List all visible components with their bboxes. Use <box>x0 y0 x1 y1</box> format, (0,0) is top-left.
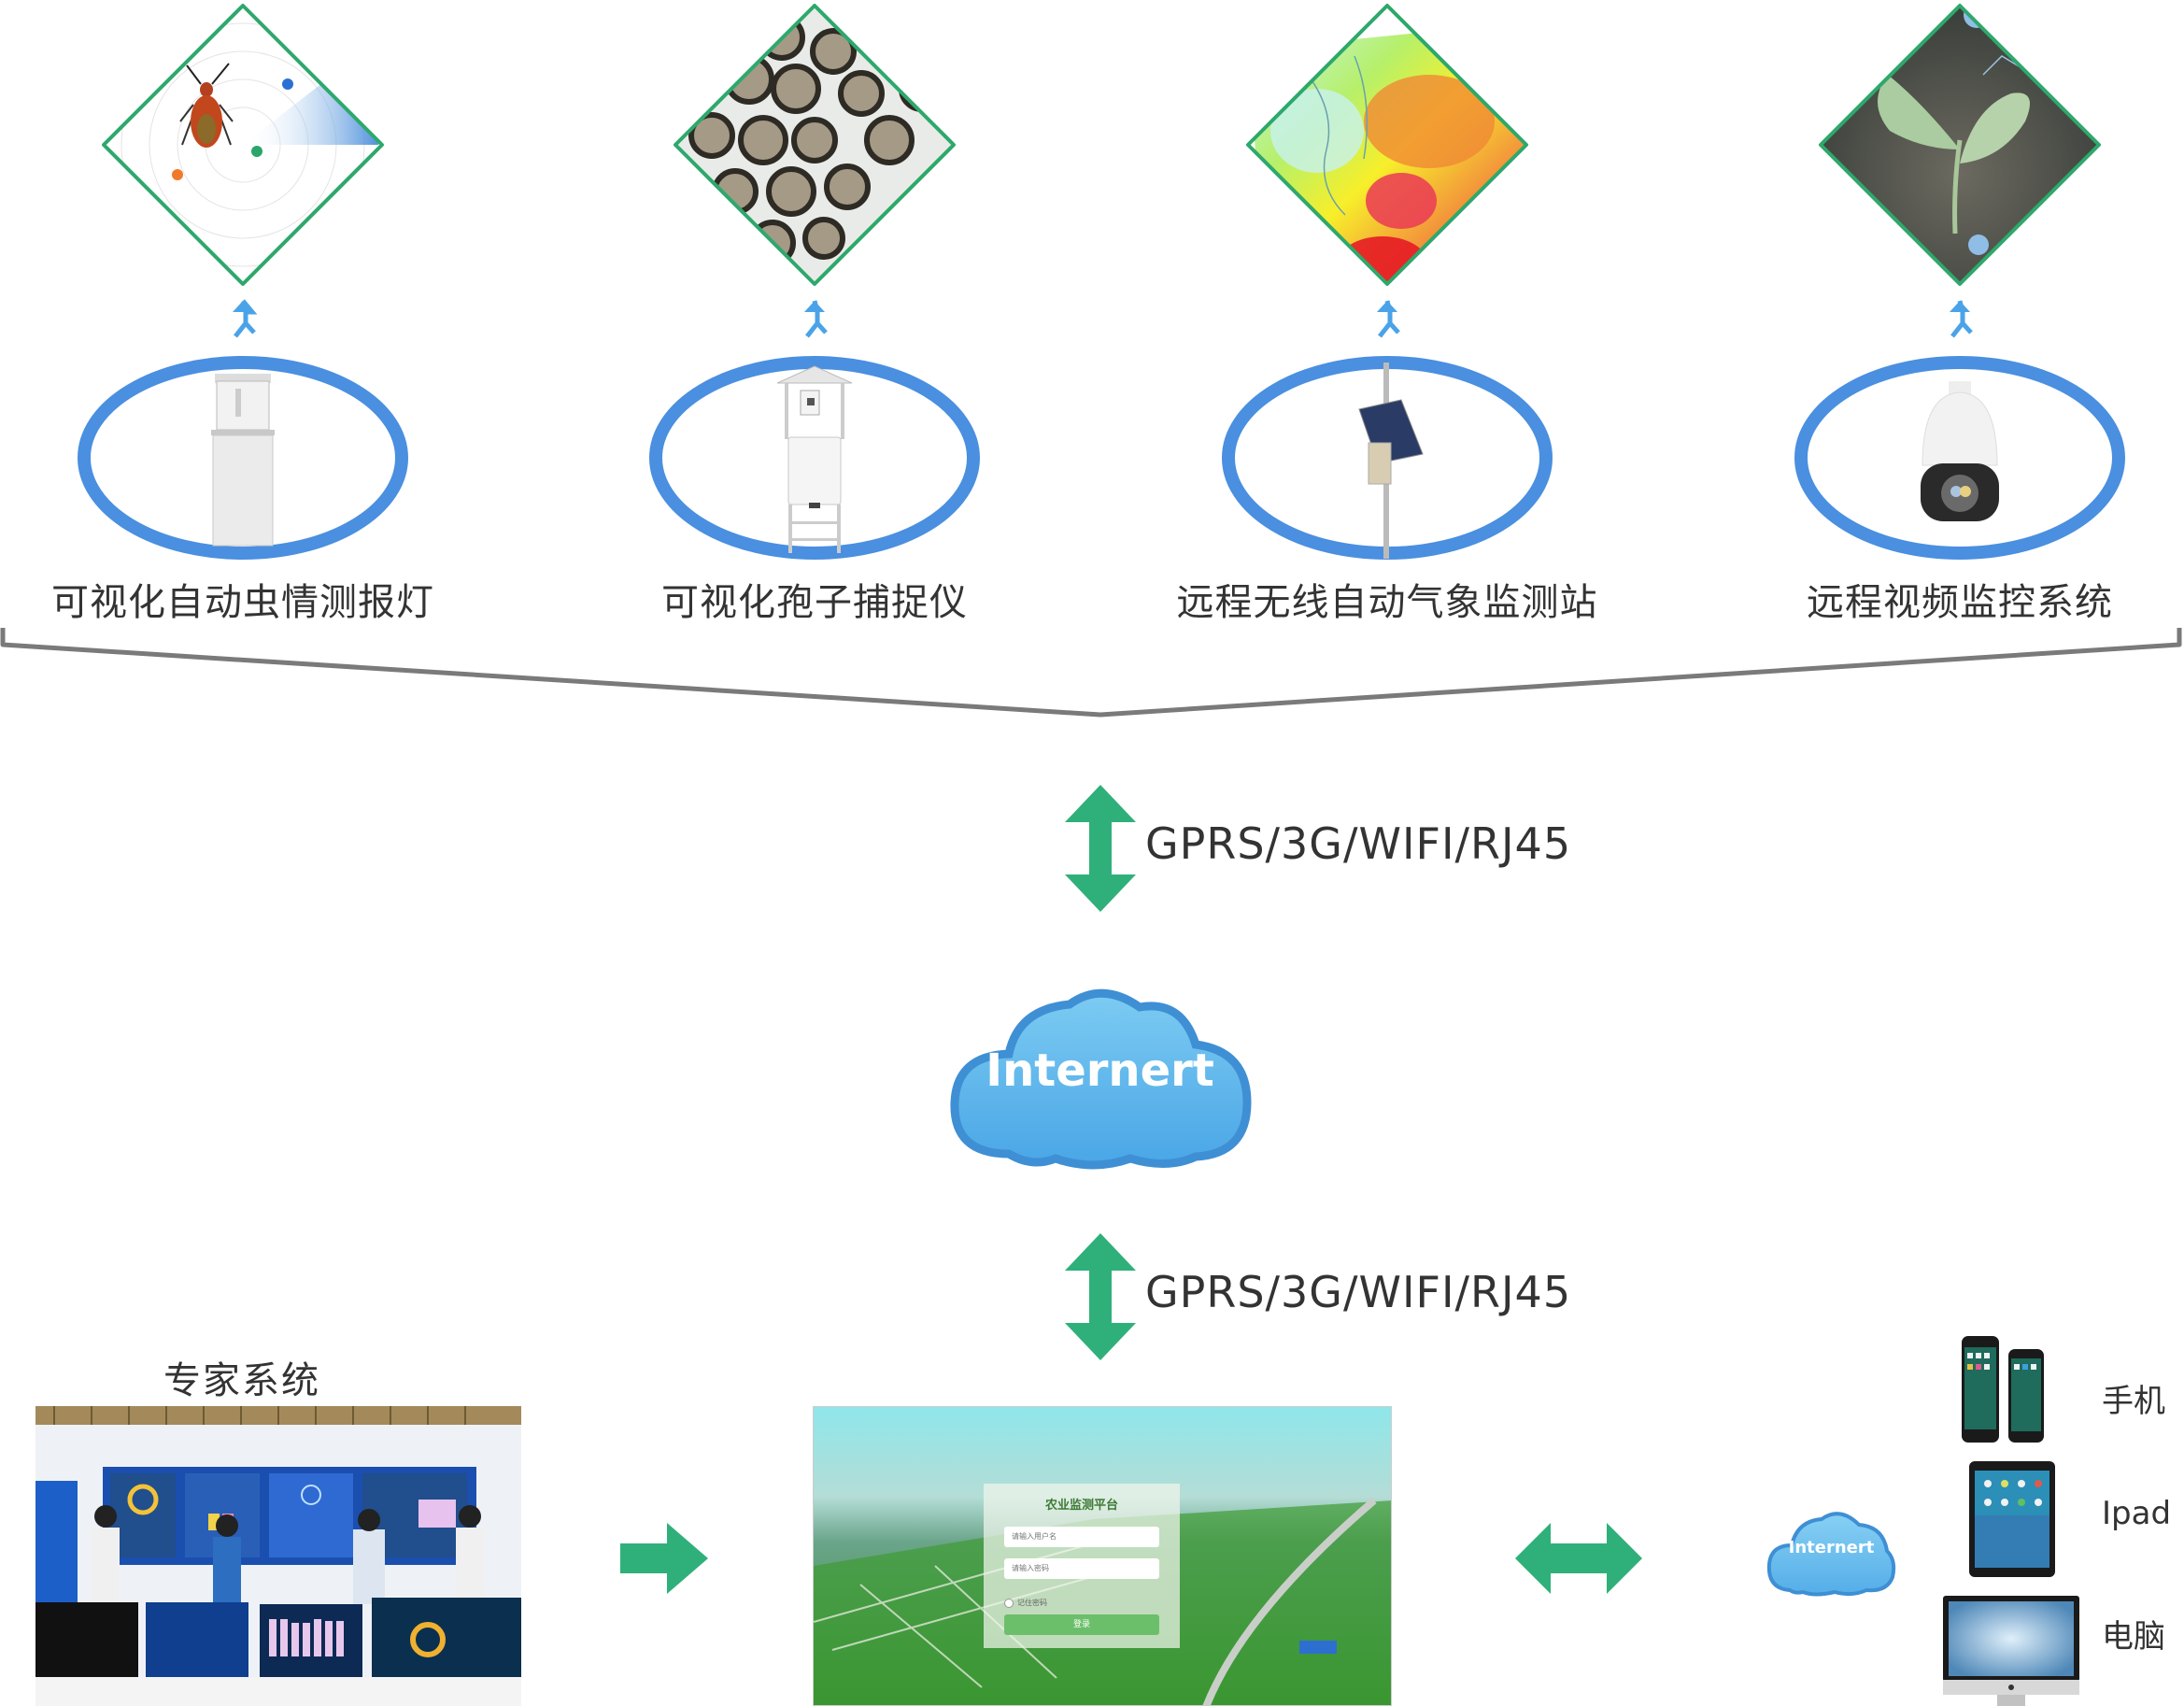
weather-heatmap-image <box>1246 4 1528 286</box>
bidirectional-horizontal-arrow-icon <box>1515 1523 1642 1594</box>
terminal-label-computer: 电脑 <box>2102 1618 2165 1656</box>
diamond-spore <box>670 0 959 290</box>
protocol-label: GPRS/3G/WIFI/RJ45 <box>1145 818 1572 869</box>
merge-arrow-icon <box>1377 300 1400 338</box>
login-button[interactable]: 登录 <box>1004 1614 1159 1635</box>
terminal-label-phone: 手机 <box>2102 1383 2165 1420</box>
insect-icon <box>179 63 234 148</box>
device-ring-spore <box>646 353 983 562</box>
merge-arrow-icon <box>804 300 828 338</box>
internet-cloud-small: Internert <box>1764 1504 1899 1598</box>
device-label: 可视化自动虫情测报灯 <box>51 581 434 624</box>
insect-trap-lamp-image <box>211 374 275 547</box>
cloud-label: Internert <box>1788 1538 1875 1557</box>
username-input[interactable] <box>1004 1527 1159 1547</box>
expert-system-title: 专家系统 <box>163 1359 320 1402</box>
device-label: 可视化孢子捕捉仪 <box>661 581 968 624</box>
platform-login-screenshot: 农业监测平台 记住密码 登录 <box>813 1406 1392 1706</box>
insect-radar-image <box>102 4 384 286</box>
device-ring-weather <box>1219 353 1555 562</box>
spore-trap-image <box>776 365 853 553</box>
internet-cloud: Internert <box>943 972 1256 1173</box>
login-title: 农业监测平台 <box>1044 1499 1118 1513</box>
desktop-monitor-image <box>1943 1596 2079 1706</box>
cloud-icon <box>1766 1512 1896 1597</box>
bidirectional-vertical-arrow-icon <box>1065 1233 1136 1360</box>
smartphones-image <box>1962 1336 2044 1443</box>
aggregation-bracket <box>0 628 2182 718</box>
right-arrow-icon <box>620 1523 708 1594</box>
seedling-image <box>1819 4 2101 286</box>
expert-system-photo <box>35 1406 521 1706</box>
password-input[interactable] <box>1004 1558 1159 1579</box>
remember-password-checkbox[interactable]: 记住密码 <box>1004 1598 1047 1608</box>
diamond-weather <box>1242 0 1532 290</box>
device-ring-insect <box>75 353 411 562</box>
device-ring-video <box>1792 353 2128 562</box>
merge-arrow-icon <box>233 299 258 338</box>
bidirectional-vertical-arrow-icon <box>1065 785 1136 912</box>
terminal-label-tablet: Ipad <box>2102 1495 2172 1532</box>
spore-microscope-image <box>674 4 956 286</box>
tablet-image <box>1969 1461 2055 1577</box>
protocol-label: GPRS/3G/WIFI/RJ45 <box>1145 1267 1572 1317</box>
device-label: 远程视频监控系统 <box>1807 581 2113 624</box>
checkbox-icon <box>1004 1598 1014 1608</box>
login-panel: 农业监测平台 记住密码 登录 <box>984 1484 1180 1648</box>
diamond-insect <box>98 0 388 290</box>
cloud-icon <box>950 988 1252 1170</box>
dome-camera-image <box>1921 381 1999 521</box>
merge-arrow-icon <box>1950 300 1973 338</box>
diamond-seedling <box>1815 0 2105 290</box>
solar-weather-station-image <box>1358 363 1424 559</box>
device-label: 远程无线自动气象监测站 <box>1176 581 1598 624</box>
remember-label: 记住密码 <box>1017 1599 1047 1607</box>
cloud-label: Internert <box>986 1045 1214 1097</box>
